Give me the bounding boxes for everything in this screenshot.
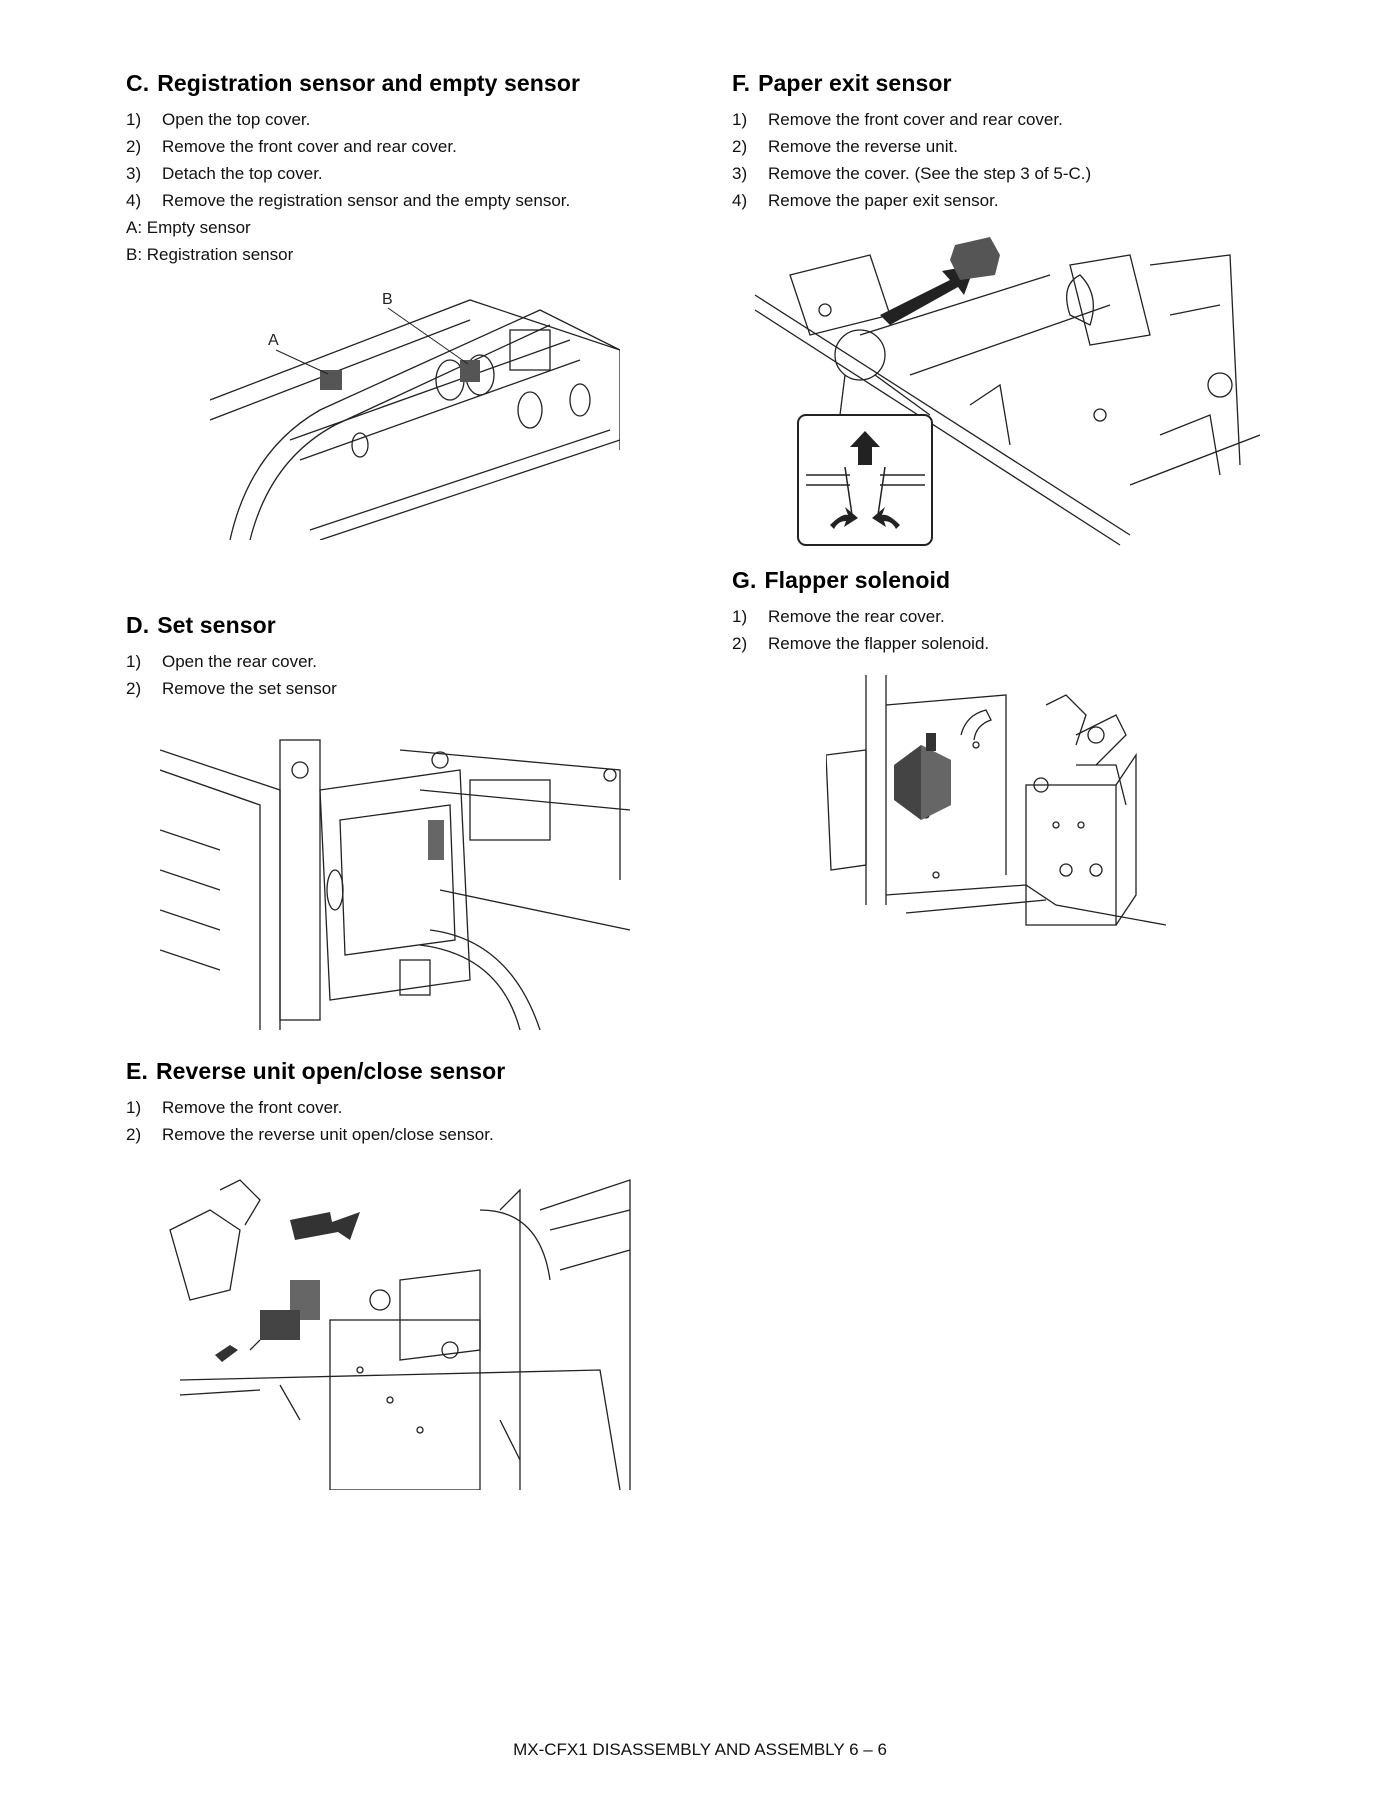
- step-number: 1): [126, 110, 142, 129]
- step-number: 2): [732, 634, 748, 653]
- step-item: 1) Remove the front cover and rear cover.: [732, 106, 1292, 133]
- step-text: Remove the flapper solenoid.: [768, 634, 990, 653]
- section-e: E. Reverse unit open/close sensor 1) Remov…: [126, 1058, 686, 1148]
- step-item: 3) Remove the cover. (See the step 3 of 5…: [732, 160, 1292, 187]
- step-text: Open the rear cover.: [162, 652, 317, 671]
- step-number: 1): [126, 1098, 142, 1117]
- step-number: 2): [732, 137, 748, 156]
- section-d-letter: D.: [126, 612, 150, 638]
- figure-registration-empty-sensor: A B: [210, 290, 620, 540]
- step-text: Remove the reverse unit open/close senso…: [162, 1125, 494, 1144]
- section-c-letter: C.: [126, 70, 150, 96]
- callout-line-a: [275, 349, 329, 375]
- step-item: 2) Remove the reverse unit.: [732, 133, 1292, 160]
- section-d: D. Set sensor 1) Open the rear cover. 2) Re…: [126, 612, 686, 702]
- figure-reverse-unit-sensor: [160, 1170, 640, 1490]
- detail-inset: [797, 414, 933, 546]
- step-item: 4) Remove the registration sensor and the…: [126, 187, 686, 214]
- figure-set-sensor: [160, 730, 640, 1030]
- removal-arrow-icon: [880, 265, 975, 325]
- step-item: 2) Remove the front cover and rear cover.: [126, 133, 686, 160]
- section-f-title: Paper exit sensor: [758, 70, 952, 96]
- step-number: 4): [732, 191, 748, 210]
- step-text: Remove the registration sensor and the e…: [162, 191, 571, 210]
- step-text: Detach the top cover.: [162, 164, 323, 183]
- step-item: 2) Remove the reverse unit open/close sen…: [126, 1121, 686, 1148]
- set-sensor-illustration: [160, 739, 631, 1030]
- step-item: 2) Remove the flapper solenoid.: [732, 630, 1292, 657]
- section-d-title: Set sensor: [157, 612, 276, 638]
- set-sensor-part: [428, 820, 444, 860]
- step-text: Remove the rear cover.: [768, 607, 945, 626]
- step-item: 1) Open the top cover.: [126, 106, 686, 133]
- step-item: 2) Remove the set sensor: [126, 675, 686, 702]
- section-g-heading: G. Flapper solenoid: [732, 567, 1292, 594]
- section-g-title: Flapper solenoid: [764, 567, 951, 593]
- step-number: 1): [126, 652, 142, 671]
- step-item: 4) Remove the paper exit sensor.: [732, 187, 1292, 214]
- paper-exit-sensor-illustration: [754, 237, 1260, 546]
- figure-flapper-solenoid: [826, 675, 1176, 940]
- squeeze-arrow-left-icon: [830, 507, 858, 529]
- note-empty-sensor: A: Empty sensor: [126, 218, 251, 237]
- paper-exit-sensor-part: [950, 237, 1000, 280]
- section-f-steps: 1) Remove the front cover and rear cover.…: [732, 106, 1292, 214]
- step-text: Open the top cover.: [162, 110, 311, 129]
- step-item: 1) Open the rear cover.: [126, 648, 686, 675]
- step-text: Remove the cover. (See the step 3 of 5-C…: [768, 164, 1092, 183]
- section-e-heading: E. Reverse unit open/close sensor: [126, 1058, 686, 1085]
- step-number: 4): [126, 191, 142, 210]
- section-f-letter: F.: [732, 70, 751, 96]
- up-arrow-icon: [850, 431, 880, 465]
- step-text: Remove the set sensor: [162, 679, 337, 698]
- step-text: Remove the front cover.: [162, 1098, 343, 1117]
- step-number: 2): [126, 679, 142, 698]
- callout-a: A: [268, 332, 279, 349]
- section-f: F. Paper exit sensor 1) Remove the front c…: [732, 70, 1292, 214]
- section-g-letter: G.: [732, 567, 757, 593]
- step-number: 1): [732, 110, 748, 129]
- squeeze-arrow-right-icon: [872, 507, 900, 529]
- registration-sensor-illustration: A B: [210, 291, 620, 540]
- page-footer: MX-CFX1 DISASSEMBLY AND ASSEMBLY 6 – 6: [513, 1740, 887, 1759]
- flapper-solenoid-illustration: [826, 675, 1167, 926]
- step-item: 1) Remove the rear cover.: [732, 603, 1292, 630]
- callout-b: B: [382, 291, 393, 308]
- registration-sensor-part: [460, 360, 480, 382]
- section-c-heading: C. Registration sensor and empty sensor: [126, 70, 686, 97]
- removal-arrow-icon: [290, 1212, 360, 1240]
- section-e-title: Reverse unit open/close sensor: [155, 1058, 506, 1084]
- section-d-heading: D. Set sensor: [126, 612, 686, 639]
- step-item: 3) Detach the top cover.: [126, 160, 686, 187]
- callout-line-b: [387, 307, 469, 365]
- note-registration-sensor: B: Registration sensor: [126, 245, 294, 264]
- section-c-steps: 1) Open the top cover. 2) Remove the front…: [126, 106, 686, 214]
- section-g-steps: 1) Remove the rear cover. 2) Remove the fl…: [732, 603, 1292, 657]
- step-number: 2): [126, 1125, 142, 1144]
- section-e-steps: 1) Remove the front cover. 2) Remove the r…: [126, 1094, 686, 1148]
- step-number: 1): [732, 607, 748, 626]
- section-g: G. Flapper solenoid 1) Remove the rear cov…: [732, 567, 1292, 657]
- step-text: Remove the paper exit sensor.: [768, 191, 999, 210]
- step-text: Remove the front cover and rear cover.: [768, 110, 1063, 129]
- step-item: 1) Remove the front cover.: [126, 1094, 686, 1121]
- reverse-unit-sensor-illustration: [169, 1179, 631, 1490]
- step-number: 3): [126, 164, 142, 183]
- step-number: 3): [732, 164, 748, 183]
- section-e-letter: E.: [126, 1058, 148, 1084]
- section-d-steps: 1) Open the rear cover. 2) Remove the set …: [126, 648, 686, 702]
- step-number: 2): [126, 137, 142, 156]
- step-text: Remove the front cover and rear cover.: [162, 137, 457, 156]
- step-text: Remove the reverse unit.: [768, 137, 958, 156]
- figure-paper-exit-sensor: [750, 235, 1260, 555]
- empty-sensor-part: [320, 370, 342, 390]
- section-f-heading: F. Paper exit sensor: [732, 70, 1292, 97]
- section-c: C. Registration sensor and empty sensor 1…: [126, 70, 686, 268]
- section-c-title: Registration sensor and empty sensor: [157, 70, 581, 96]
